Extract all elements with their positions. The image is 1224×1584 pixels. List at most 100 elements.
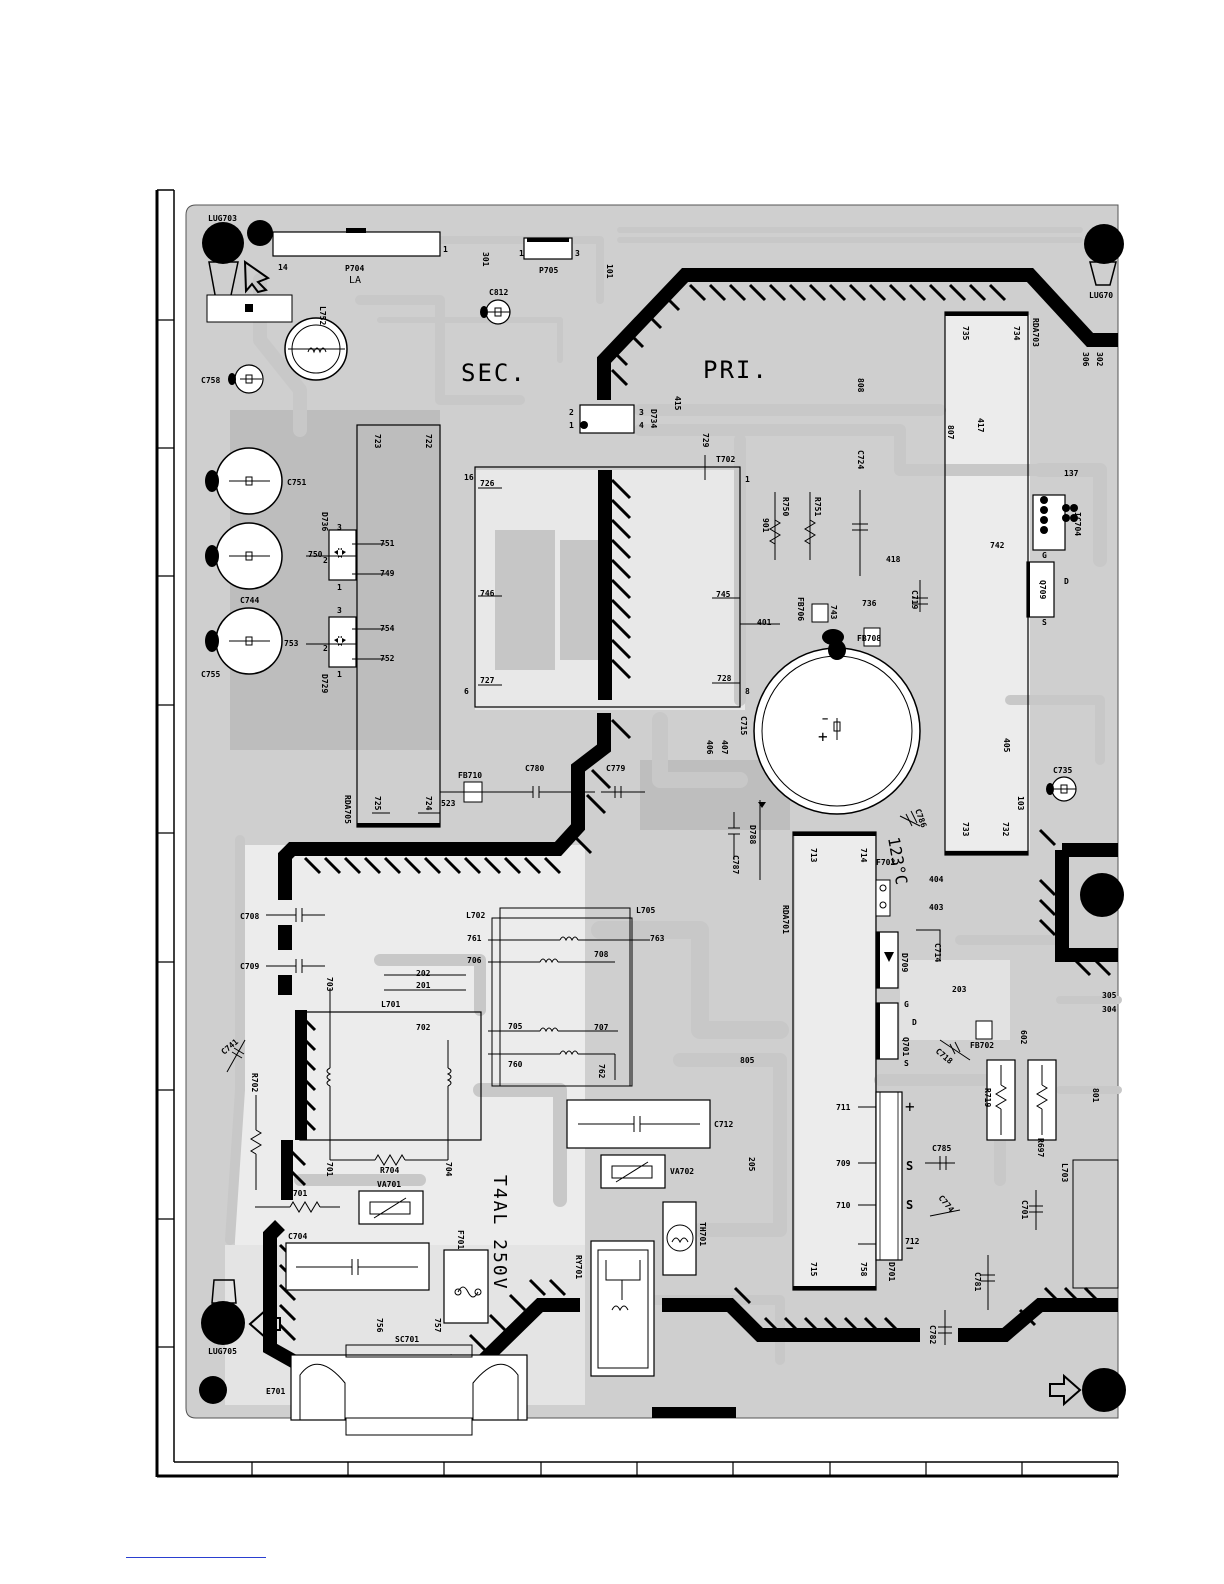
net-label: 201 (416, 981, 431, 990)
pin-number: G (904, 1000, 909, 1009)
l705-label: L705 (636, 906, 655, 915)
l752-label: L752 (318, 306, 327, 325)
fuse-rating-label: T4AL 250V (489, 1175, 510, 1291)
net-label: 801 (1091, 1088, 1100, 1103)
net-label: 704 (444, 1162, 453, 1177)
p705-pin-right: 3 (575, 249, 580, 258)
pin-number: 1 (337, 670, 342, 679)
net-label: 702 (416, 1023, 431, 1032)
net-label: 723 (373, 434, 382, 449)
net-label: 205 (747, 1157, 756, 1172)
r697-label: R697 (1036, 1138, 1045, 1157)
svg-text:+: + (905, 1097, 915, 1116)
l702-label: L702 (466, 911, 485, 920)
net-label: 745 (716, 590, 731, 599)
net-label: 715 (809, 1262, 818, 1277)
pin-number: 2 (323, 556, 328, 565)
line-filter (299, 907, 650, 1160)
net-label: 760 (508, 1060, 523, 1069)
va701-label: VA701 (377, 1180, 401, 1189)
net-label: 701 (325, 1162, 334, 1177)
connectors (272, 228, 1078, 618)
net-label: 711 (836, 1103, 851, 1112)
net-label: 712 (905, 1237, 920, 1246)
r702-label: R702 (250, 1073, 259, 1092)
svg-text:S: S (906, 1159, 913, 1173)
resistors (250, 1059, 1057, 1213)
net-label: 728 (717, 674, 732, 683)
c755-label: C755 (201, 670, 220, 679)
pin-number: 4 (639, 421, 644, 430)
sc701-label: SC701 (395, 1335, 419, 1344)
d709-label: D709 (900, 953, 909, 972)
pin-number: S (1042, 618, 1047, 627)
net-label: 756 (375, 1318, 384, 1333)
net-label: 705 (508, 1022, 523, 1031)
barrier-hatching (278, 283, 1112, 1392)
isolation-barrier (263, 268, 1118, 1418)
p704-pin-left: 14 (278, 263, 288, 272)
rda703-label: RDA703 (1031, 318, 1040, 347)
net-label: 734 (1012, 326, 1021, 341)
net-label: 415 (673, 396, 682, 411)
c708-label: C708 (240, 912, 259, 921)
net-label: 743 (829, 605, 838, 620)
c780-label: C780 (525, 764, 544, 773)
f702-label: F702 (876, 858, 895, 867)
net-label: 763 (650, 934, 665, 943)
net-label: 404 (929, 875, 944, 884)
net-label: 403 (929, 903, 944, 912)
pin-number: 2 (323, 644, 328, 653)
svg-text:+: + (818, 727, 828, 746)
q709-label: Q709 (1038, 580, 1047, 599)
net-label: 807 (946, 425, 955, 440)
primary-region-label: PRI. (703, 356, 769, 384)
net-label: 708 (594, 950, 609, 959)
net-label: 304 (1102, 1005, 1117, 1014)
pin-numbers: 3 2 1 3 2 1 16 6 1 8 2 1 3 4 G D S G D S (323, 408, 1069, 1068)
c812-label: C812 (489, 288, 508, 297)
va702-label: VA702 (670, 1167, 694, 1176)
c715-label: C715 (739, 716, 748, 735)
svg-text:−: − (822, 714, 828, 725)
d729-label: D729 (320, 674, 329, 693)
r701-label: R701 (288, 1189, 307, 1198)
footer-divider (126, 1557, 266, 1558)
d788-label: D788 (748, 825, 757, 844)
c735-label: C735 (1053, 766, 1072, 775)
f701-label: F701 (456, 1230, 465, 1249)
net-label: 137 (1064, 469, 1079, 478)
pin-number: 16 (464, 473, 474, 482)
net-label: 750 (308, 550, 323, 559)
th701-label: TH701 (698, 1222, 707, 1246)
pin-number: D (1064, 577, 1069, 586)
c782-label: C782 (928, 1325, 937, 1344)
r719-label: R719 (983, 1088, 992, 1107)
r751-label: R751 (813, 497, 822, 516)
svg-text:S: S (906, 1198, 913, 1212)
net-label: 726 (480, 479, 495, 488)
net-label: 305 (1102, 991, 1117, 1000)
pin-number: 1 (569, 421, 574, 430)
c704-label: C704 (288, 1232, 307, 1241)
heatsink-rda705 (306, 424, 441, 828)
net-label: 753 (284, 639, 299, 648)
q701-label: Q701 (901, 1037, 910, 1056)
protection-parts (358, 1154, 697, 1377)
c751-label: C751 (287, 478, 306, 487)
net-label: 751 (380, 539, 395, 548)
net-label: 805 (740, 1056, 755, 1065)
p705-pin-left: 1 (519, 249, 524, 258)
pin-number: 1 (337, 583, 342, 592)
lug70-label: LUG70 (1089, 291, 1113, 300)
bulk-capacitor: + − (753, 629, 921, 815)
ry701-label: RY701 (574, 1255, 583, 1279)
pin-number: 3 (337, 606, 342, 615)
net-label: 901 (761, 518, 770, 533)
net-label: 301 (481, 252, 490, 267)
secondary-region-label: SEC. (461, 359, 527, 387)
net-label: 729 (701, 433, 710, 448)
d734-label: D734 (649, 409, 658, 428)
net-label: 417 (976, 418, 985, 433)
